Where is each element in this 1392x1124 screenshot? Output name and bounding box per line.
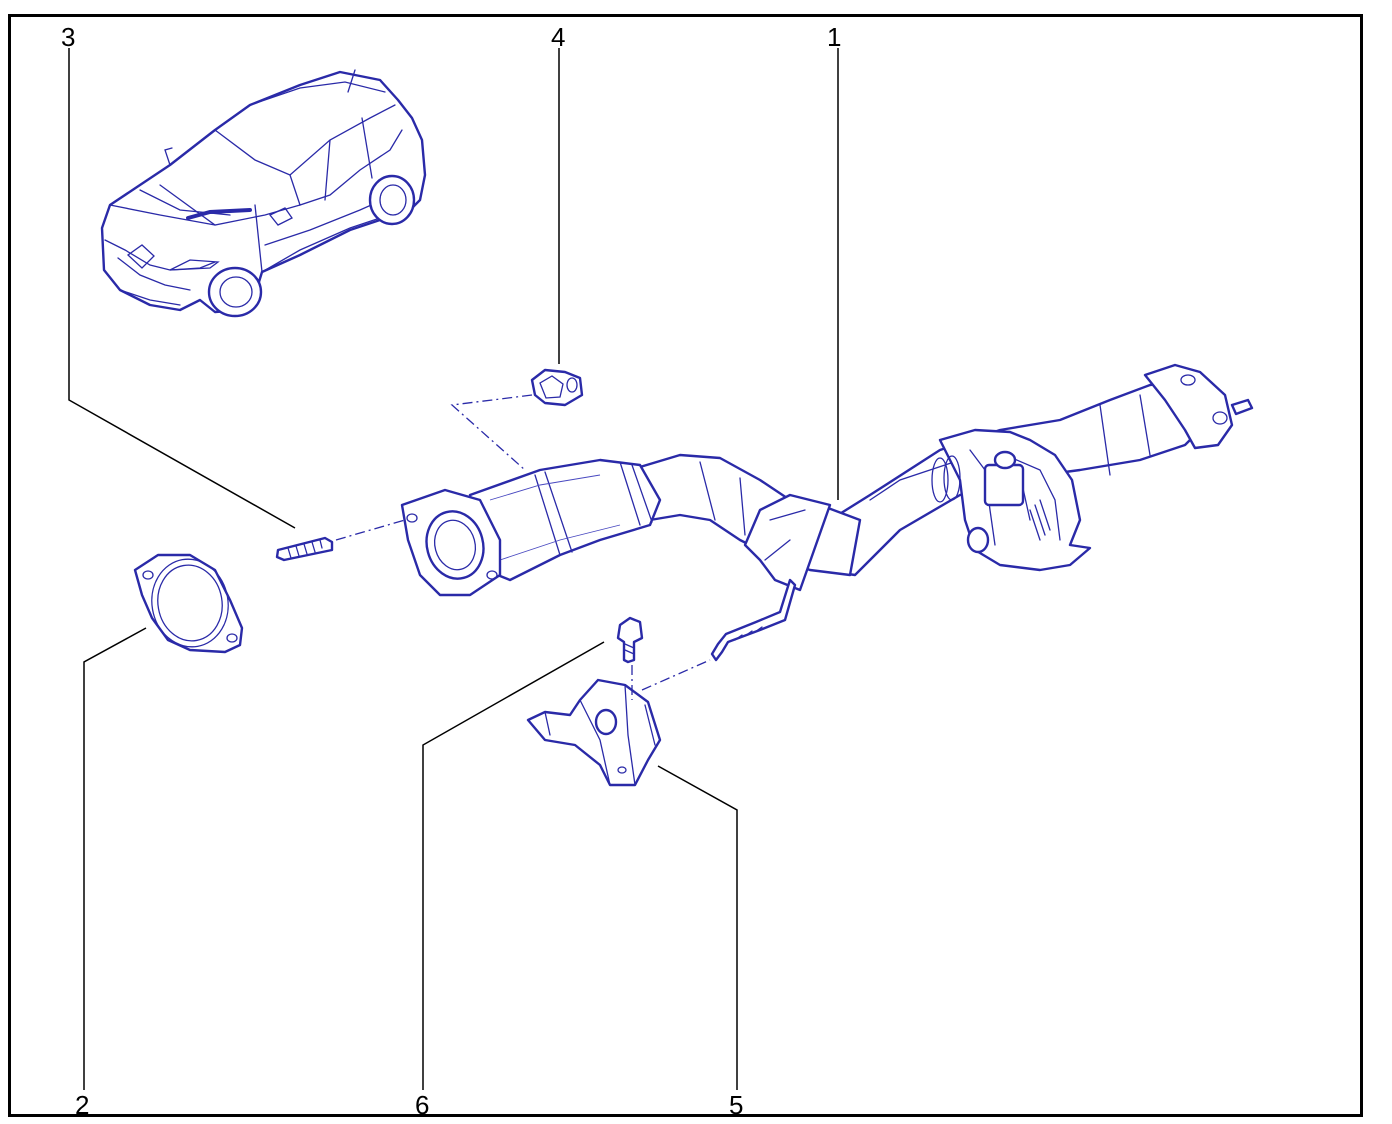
exhaust-stud-icon — [275, 536, 334, 562]
callout-leader-lines — [68, 48, 839, 1090]
hanger-bracket-icon — [526, 678, 662, 787]
flange-nut-icon — [530, 368, 584, 407]
callout-1: 1 — [827, 22, 842, 52]
callout-2: 2 — [75, 1090, 90, 1120]
vehicle-illustration-icon — [100, 69, 427, 318]
callout-6: 6 — [415, 1090, 430, 1120]
assembly-guide-lines — [335, 394, 711, 700]
callout-3: 3 — [61, 22, 76, 52]
callout-4: 4 — [551, 22, 566, 52]
exhaust-downpipe-catalytic-converter-icon — [400, 363, 1254, 662]
bracket-bolt-icon — [616, 616, 644, 664]
exhaust-gasket-icon — [133, 553, 244, 654]
callout-5: 5 — [729, 1090, 744, 1120]
diagram-frame — [8, 14, 1363, 1117]
